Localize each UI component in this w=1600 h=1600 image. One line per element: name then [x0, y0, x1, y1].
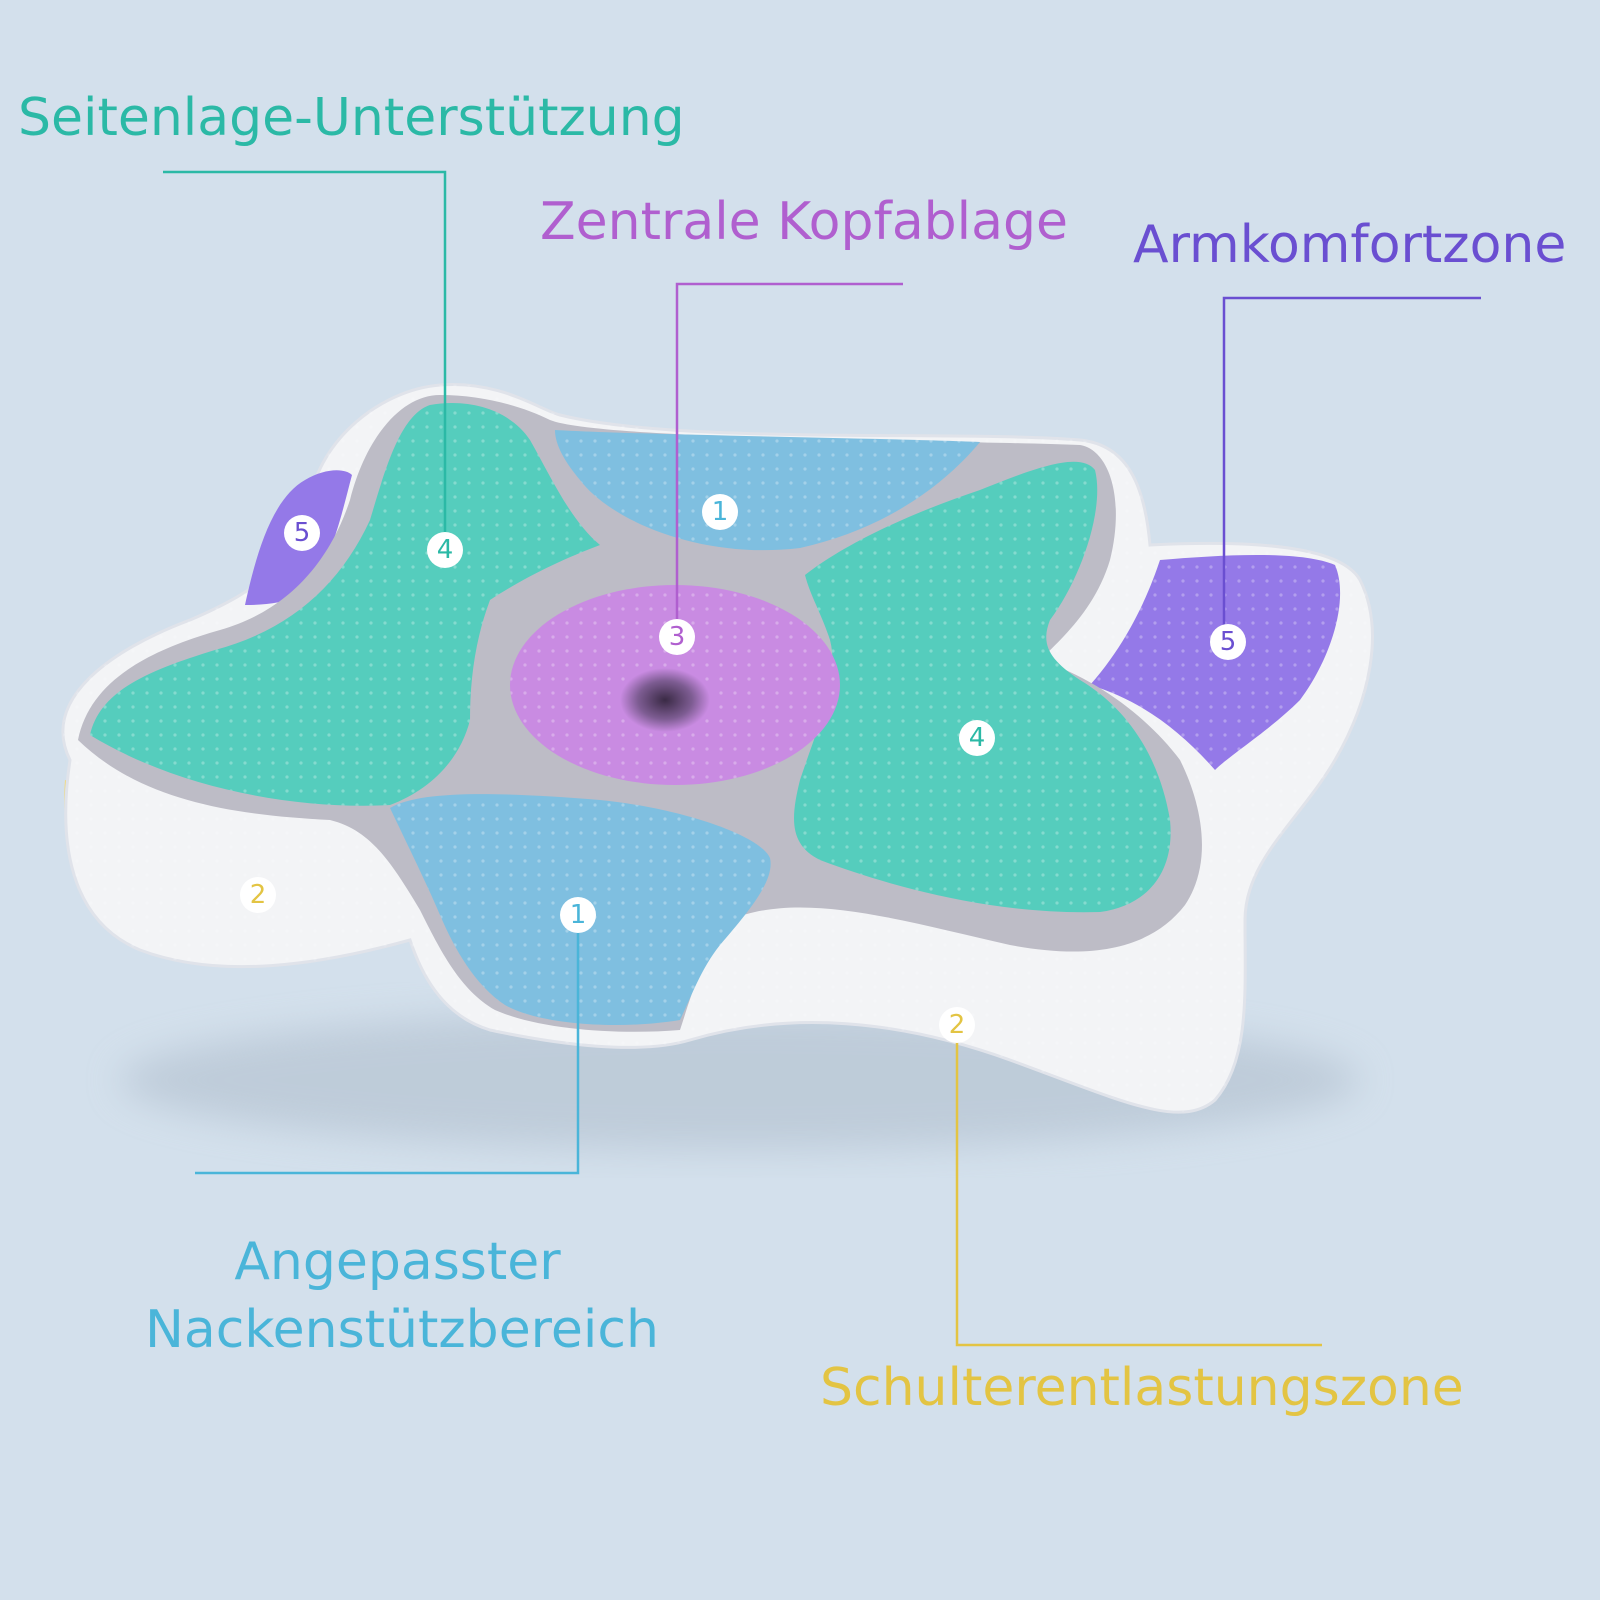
label-arm-zone: Armkomfortzone: [1133, 215, 1567, 275]
leader-line-head-rest: [675, 282, 903, 637]
svg-text:5: 5: [1220, 627, 1237, 657]
label-side-support: Seitenlage-Unterstützung: [18, 88, 685, 148]
label-head-rest: Zentrale Kopfablage: [540, 192, 1068, 252]
marker-head-center: 3: [659, 619, 695, 655]
label-neck-support: Angepasster Nackenstützbereich: [145, 1228, 659, 1364]
leader-line-side-support: [163, 170, 447, 538]
svg-text:3: 3: [669, 622, 686, 652]
label-neck-line2: Nackenstützbereich: [145, 1300, 659, 1360]
marker-neck-top: 1: [702, 494, 738, 530]
marker-neck-bottom: 1: [560, 897, 596, 933]
svg-text:5: 5: [294, 518, 311, 548]
svg-text:4: 4: [437, 535, 454, 565]
leader-line-shoulder: [955, 1025, 1322, 1347]
svg-text:2: 2: [949, 1010, 966, 1040]
label-shoulder-zone: Schulterentlastungszone: [820, 1358, 1464, 1418]
svg-text:1: 1: [570, 900, 587, 930]
label-neck-line1: Angepasster: [234, 1232, 561, 1292]
head-rest-hollow: [620, 668, 710, 732]
marker-side-left: 4: [427, 532, 463, 568]
marker-arm-left: 5: [284, 515, 320, 551]
marker-shoulder-left: 2: [240, 877, 276, 913]
svg-text:2: 2: [250, 880, 267, 910]
leader-line-neck: [195, 918, 580, 1175]
svg-text:1: 1: [712, 497, 729, 527]
marker-side-right: 4: [959, 720, 995, 756]
marker-arm-right: 5: [1210, 624, 1246, 660]
marker-shoulder-right: 2: [939, 1007, 975, 1043]
leader-line-arm-zone: [1222, 296, 1481, 640]
svg-text:4: 4: [969, 723, 986, 753]
